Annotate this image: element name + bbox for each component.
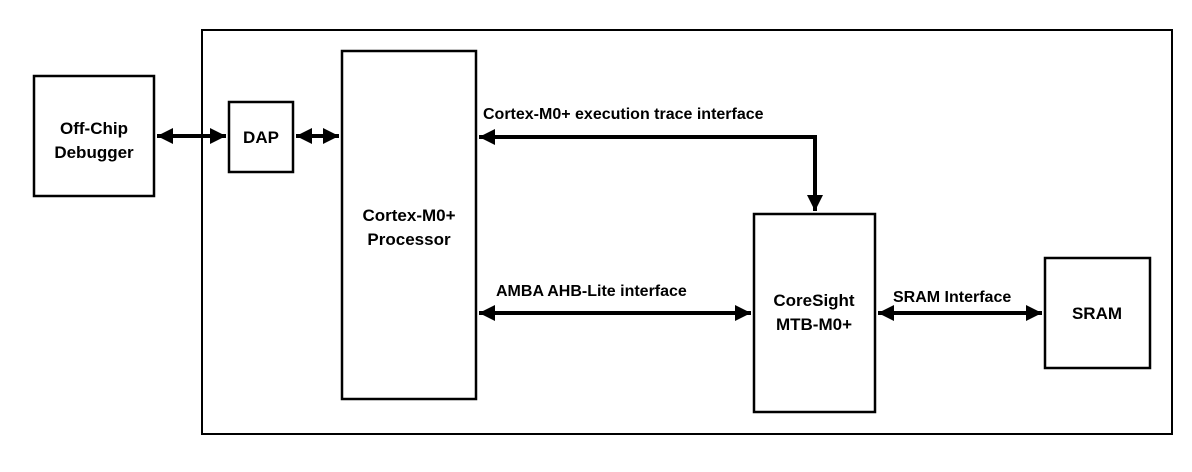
coresight-label-line1: CoreSight: [773, 291, 855, 310]
off-chip-debugger-block: [32, 74, 156, 198]
processor-block: [340, 49, 478, 401]
coresight-mtb-block: [752, 212, 877, 414]
ahb-interface-label: AMBA AHB-Lite interface: [496, 283, 687, 300]
sram-label: SRAM: [1072, 304, 1122, 323]
chip-boundary: [201, 29, 1173, 435]
processor-label-line1: Cortex-M0+: [362, 206, 455, 225]
trace-interface-arrow: [479, 129, 823, 211]
trace-interface-label: Cortex-M0+ execution trace interface: [483, 106, 764, 123]
sram-block: [1043, 256, 1152, 370]
sram-interface-label: SRAM Interface: [893, 289, 1011, 306]
off-chip-debugger-label-line2: Debugger: [54, 143, 134, 162]
off-chip-debugger-label-line1: Off-Chip: [60, 119, 128, 138]
processor-label-line2: Processor: [367, 230, 451, 249]
dap-block: [227, 100, 295, 174]
coresight-label-line2: MTB-M0+: [776, 315, 852, 334]
dap-label: DAP: [243, 128, 279, 147]
